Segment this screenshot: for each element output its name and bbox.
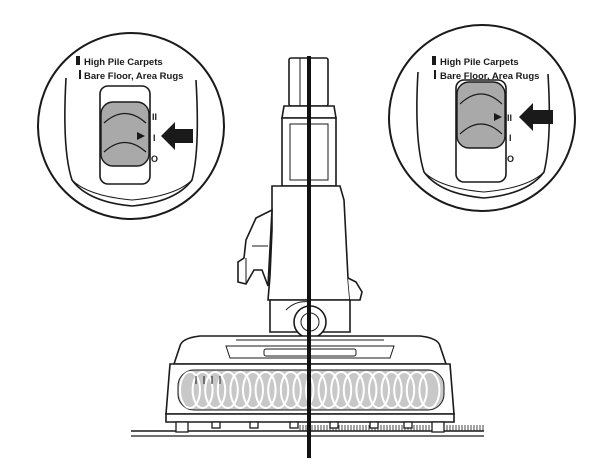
bristle-loop — [317, 371, 340, 409]
position-high-pile: II — [507, 113, 512, 123]
bristle-loop — [368, 371, 390, 409]
brushroll-bristles — [179, 371, 441, 409]
left-callout: High Pile Carpets Bare Floor, Area Rugs … — [37, 32, 225, 220]
bristle-loop — [418, 371, 441, 409]
bristle-loop — [405, 371, 428, 409]
high-pile-marker-icon — [76, 56, 80, 65]
bristle-loop — [179, 371, 201, 409]
position-bare-floor: I — [509, 133, 512, 143]
bristle-loop — [342, 371, 365, 409]
height-rocker-switch[interactable] — [456, 81, 506, 149]
indicator-triangle-icon — [137, 132, 145, 140]
bristle-loop — [393, 371, 416, 409]
bristle-loop — [279, 371, 302, 409]
position-off: O — [151, 154, 158, 164]
bristle-loop — [204, 371, 227, 409]
bristle-loop — [292, 371, 315, 409]
pointer-arrow-icon — [161, 122, 193, 150]
nozzle-feet — [175, 421, 445, 433]
indicator-triangle-icon — [494, 113, 502, 121]
pointer-arrow-icon — [519, 103, 553, 131]
label-bare-floor: Bare Floor, Area Rugs — [440, 71, 539, 82]
label-high-pile: High Pile Carpets — [440, 57, 519, 68]
position-bare-floor: I — [153, 133, 156, 143]
right-callout: High Pile Carpets Bare Floor, Area Rugs … — [388, 24, 576, 212]
vacuum-wand — [237, 57, 363, 339]
bare-floor-marker-icon — [434, 70, 436, 79]
bristle-loop — [254, 371, 277, 409]
deck-vents — [195, 376, 221, 384]
bristle-loop — [380, 371, 403, 409]
bare-floor-marker-icon — [79, 70, 81, 79]
bristle-loop — [242, 371, 264, 409]
bristle-loop — [330, 371, 353, 409]
label-bare-floor: Bare Floor, Area Rugs — [84, 71, 183, 82]
height-rocker-switch[interactable] — [100, 101, 150, 167]
bristle-loop — [216, 371, 239, 409]
high-pile-marker-icon — [432, 56, 436, 65]
label-high-pile: High Pile Carpets — [84, 57, 163, 68]
bristle-loop — [305, 371, 327, 409]
position-off: O — [507, 154, 514, 164]
bristle-loop — [355, 371, 378, 409]
carpet-fibers — [299, 425, 484, 431]
position-high-pile: II — [152, 112, 157, 122]
bristle-loop — [229, 371, 252, 409]
bristle-loop — [191, 371, 214, 409]
bristle-loop — [267, 371, 290, 409]
